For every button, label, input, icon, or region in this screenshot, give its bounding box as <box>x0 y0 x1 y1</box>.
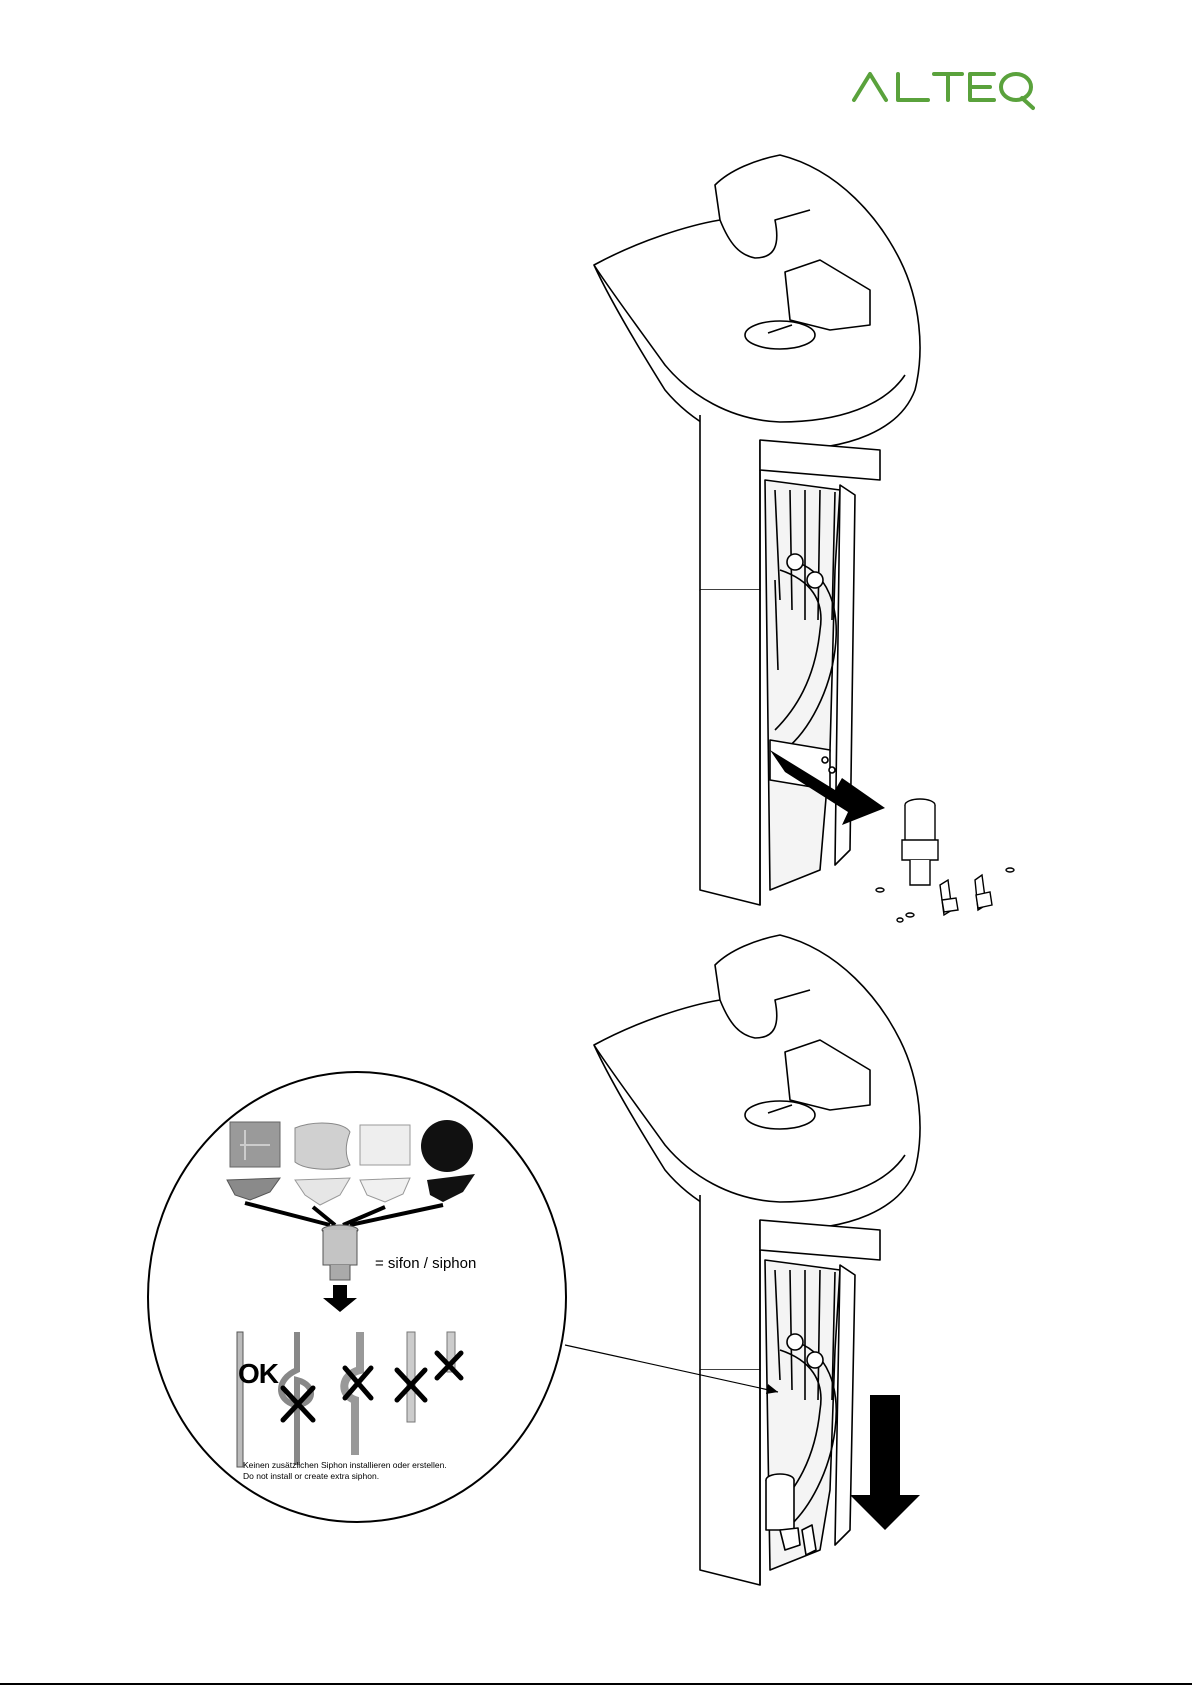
ok-label: OK <box>238 1358 278 1390</box>
bowl-variant-grey <box>227 1122 280 1200</box>
siphon-label: = sifon / siphon <box>375 1255 476 1272</box>
washbasin-unit-exploded-figure <box>580 150 1020 930</box>
hose-ok <box>237 1332 243 1467</box>
note-english: Do not install or create extra siphon. <box>243 1471 379 1481</box>
bowl-variant-silver <box>295 1123 350 1205</box>
down-arrow-icon <box>850 1395 920 1530</box>
hose-straight <box>407 1332 415 1422</box>
note-german: Keinen zusätzlichen Siphon installieren … <box>243 1460 447 1470</box>
bowl-variant-white <box>360 1125 410 1202</box>
washbasin-unit-installed-figure <box>580 930 960 1600</box>
alteq-logo <box>850 70 1035 112</box>
siphon-detail-circle <box>145 1070 570 1525</box>
